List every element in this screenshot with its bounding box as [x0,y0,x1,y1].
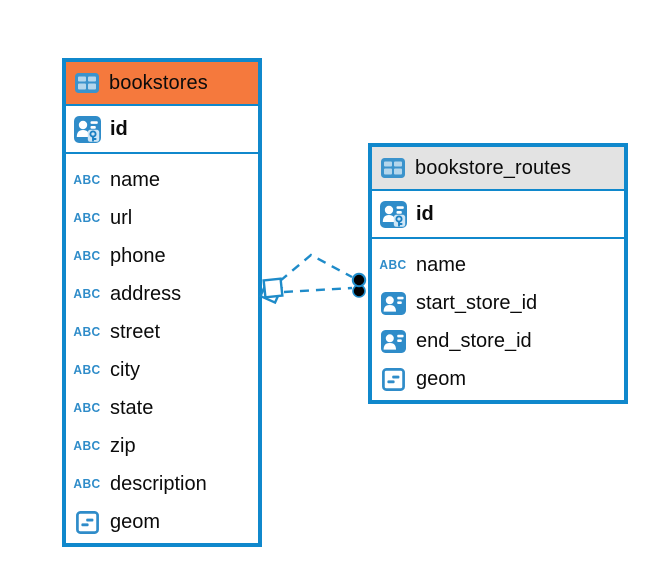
column-row-name[interactable]: ABC name [372,246,624,284]
primary-key-icon [73,115,101,143]
table-header[interactable]: bookstores [66,62,258,106]
text-abc-icon: ABC [73,248,101,264]
key-column-row-id[interactable]: id [372,191,624,239]
column-row-state[interactable]: ABC state [66,389,258,427]
column-row-name[interactable]: ABC name [66,161,258,199]
geometry-column-icon [379,367,407,391]
key-rows: id [66,106,258,154]
relationship-line[interactable] [283,286,353,294]
entity-table-bookstore-routes[interactable]: bookstore_routes id ABC name start_store_… [368,143,628,404]
reference-column-icon [379,329,407,353]
key-column-row-id[interactable]: id [66,106,258,154]
column-name: city [110,358,140,381]
column-rows: ABC name start_store_id end_store_id geom [372,239,624,400]
relation-diamond-marker[interactable] [258,277,284,305]
column-name: street [110,320,161,343]
text-abc-icon: ABC [73,286,101,302]
table-title: bookstore_routes [415,156,572,179]
table-grid-icon [379,158,407,178]
column-name: address [110,282,182,305]
relation-dot-marker[interactable] [351,272,367,298]
relationship-line[interactable] [279,253,353,282]
column-row-phone[interactable]: ABC phone [66,237,258,275]
column-name: geom [416,367,467,390]
column-name: name [110,168,161,191]
column-name: phone [110,244,166,267]
text-abc-icon: ABC [73,172,101,188]
column-name: id [416,202,434,225]
column-row-city[interactable]: ABC city [66,351,258,389]
geometry-column-icon [73,510,101,534]
column-name: url [110,206,133,229]
text-abc-icon: ABC [73,476,101,492]
text-abc-icon: ABC [379,257,407,273]
column-name: geom [110,510,161,533]
text-abc-icon: ABC [73,438,101,454]
column-row-geom[interactable]: geom [372,360,624,398]
text-abc-icon: ABC [73,362,101,378]
text-abc-icon: ABC [73,400,101,416]
column-row-address[interactable]: ABC address [66,275,258,313]
reference-column-icon [379,291,407,315]
column-row-street[interactable]: ABC street [66,313,258,351]
column-name: end_store_id [416,329,532,352]
table-grid-icon [73,73,101,93]
column-row-zip[interactable]: ABC zip [66,427,258,465]
table-title: bookstores [109,71,208,94]
column-name: start_store_id [416,291,538,314]
column-name: name [416,253,467,276]
key-rows: id [372,191,624,239]
column-name: zip [110,434,136,457]
table-header[interactable]: bookstore_routes [372,147,624,191]
column-row-url[interactable]: ABC url [66,199,258,237]
text-abc-icon: ABC [73,210,101,226]
text-abc-icon: ABC [73,324,101,340]
column-row-end_store_id[interactable]: end_store_id [372,322,624,360]
column-row-start_store_id[interactable]: start_store_id [372,284,624,322]
column-name: state [110,396,154,419]
column-row-geom[interactable]: geom [66,503,258,541]
column-name: description [110,472,207,495]
column-name: id [110,117,128,140]
column-row-description[interactable]: ABC description [66,465,258,503]
primary-key-icon [379,200,407,228]
